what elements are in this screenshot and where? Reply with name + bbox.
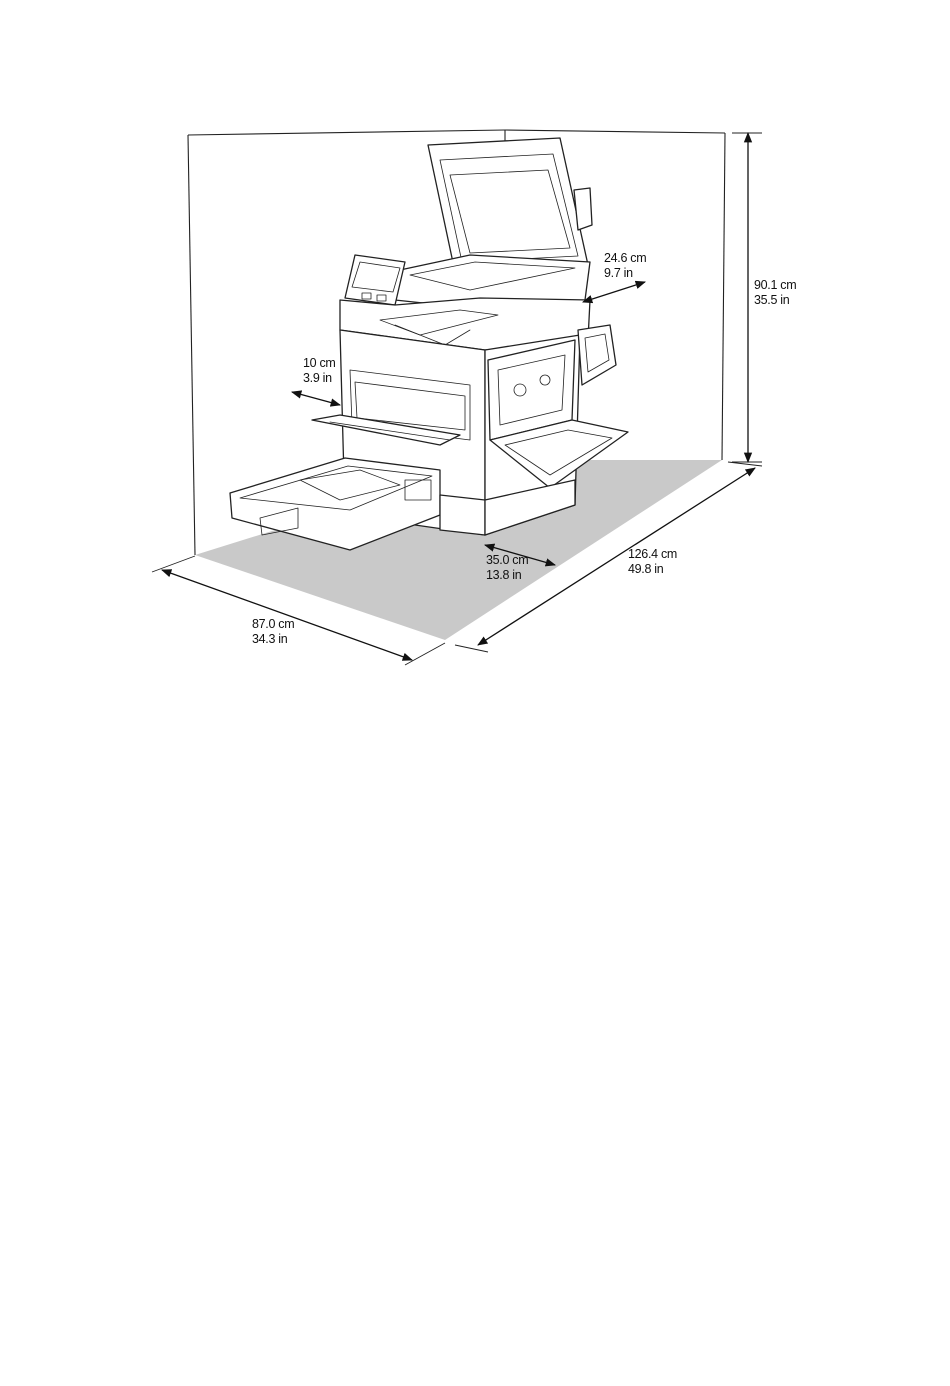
depth-metric: 87.0 cm [252, 617, 294, 631]
printer-illustration [230, 138, 628, 550]
height-metric: 90.1 cm [754, 278, 796, 292]
left-clearance-arrow [292, 392, 340, 405]
right-clearance-imperial: 13.8 in [486, 568, 522, 582]
width-imperial: 49.8 in [628, 562, 664, 576]
left-clearance-metric: 10 cm [303, 356, 336, 370]
right-clearance-metric: 35.0 cm [486, 553, 528, 567]
width-metric: 126.4 cm [628, 547, 677, 561]
top-clearance-imperial: 9.7 in [604, 266, 633, 280]
depth-imperial: 34.3 in [252, 632, 288, 646]
top-clearance-arrow [583, 282, 645, 302]
top-clearance-metric: 24.6 cm [604, 251, 646, 265]
height-imperial: 35.5 in [754, 293, 790, 307]
left-clearance-imperial: 3.9 in [303, 371, 332, 385]
